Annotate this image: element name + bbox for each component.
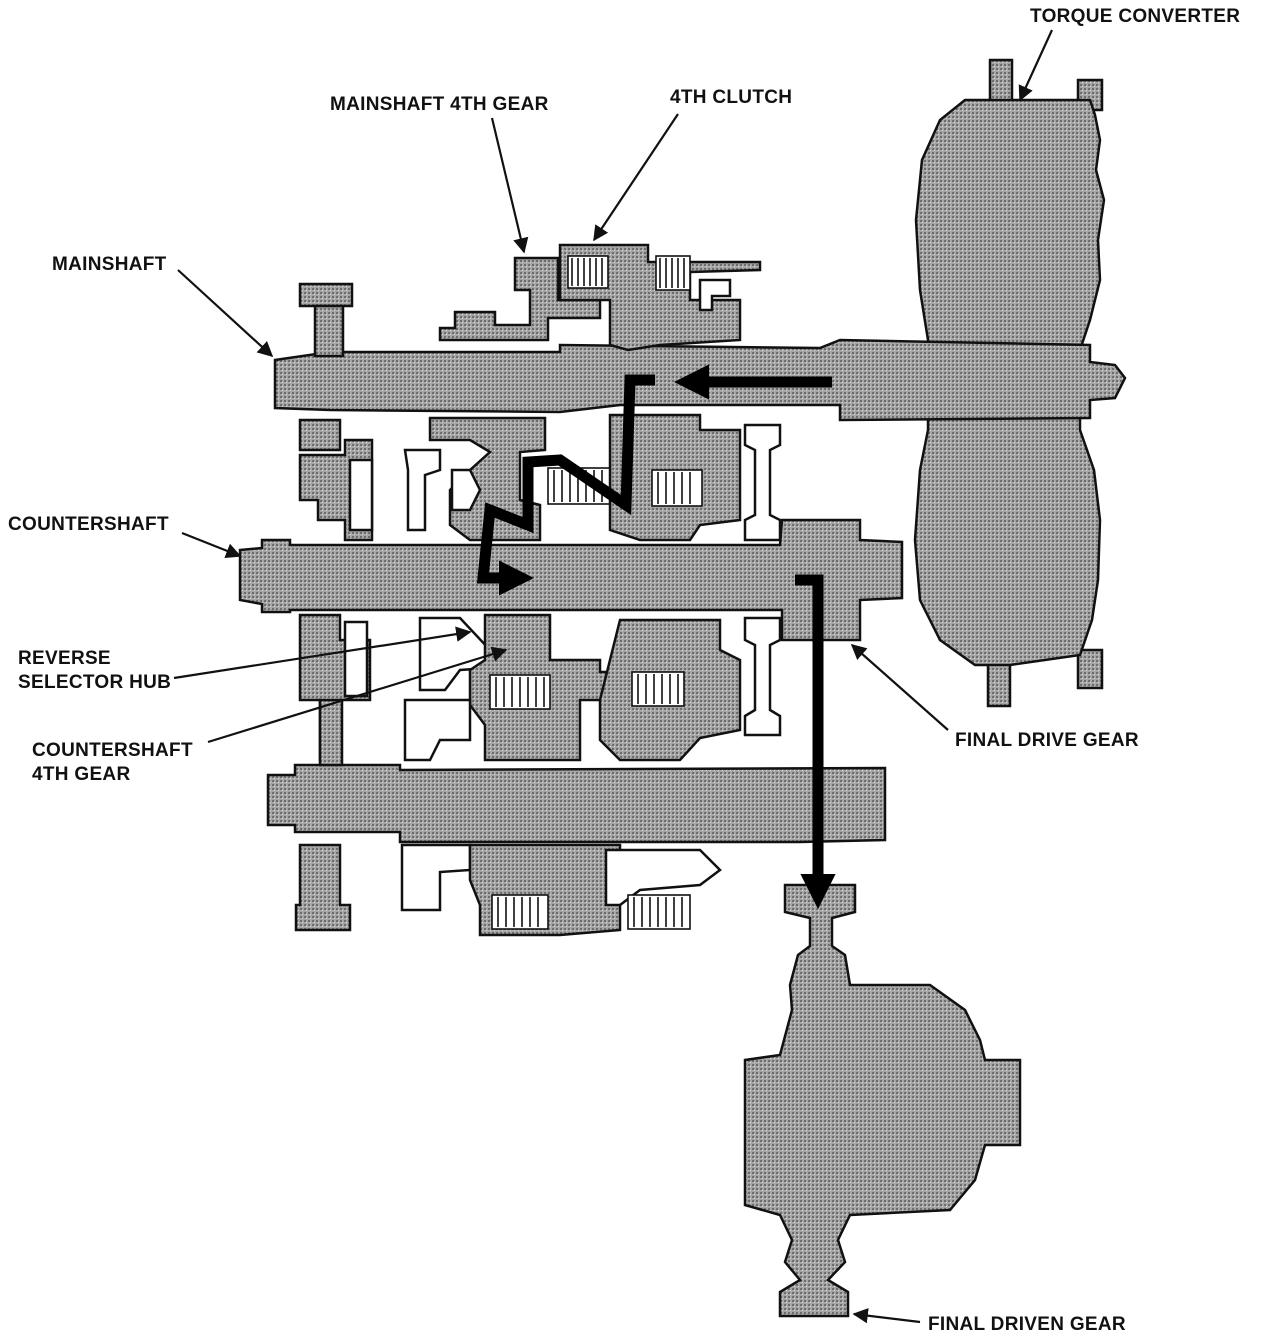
power-flow-path <box>476 364 836 910</box>
leader-lines <box>173 29 1054 1324</box>
countershaft <box>238 518 904 642</box>
label-mainshaft: MAINSHAFT <box>52 254 167 275</box>
label-torque-converter: TORQUE CONVERTER <box>1030 6 1240 27</box>
label-countershaft: COUNTERSHAFT <box>8 514 169 535</box>
labels: TORQUE CONVERTER MAINSHAFT 4TH GEAR 4TH … <box>8 6 1240 1335</box>
label-countershaft-4th-gear-line2: 4TH GEAR <box>32 764 130 785</box>
countershaft-4th-gear <box>403 613 782 762</box>
label-countershaft-4th-gear-line1: COUNTERSHAFT <box>32 740 193 761</box>
label-4th-clutch: 4TH CLUTCH <box>670 87 792 108</box>
label-mainshaft-4th-gear: MAINSHAFT 4TH GEAR <box>330 94 549 115</box>
label-final-drive-gear: FINAL DRIVE GEAR <box>955 730 1139 751</box>
label-reverse-selector-hub-line1: REVERSE <box>18 648 111 669</box>
label-reverse-selector-hub-line2: SELECTOR HUB <box>18 672 171 693</box>
countershaft-gears-upper <box>298 413 782 542</box>
label-final-driven-gear: FINAL DRIVEN GEAR <box>928 1314 1126 1335</box>
fourth-clutch <box>558 243 762 352</box>
differential-assembly <box>743 883 1022 1318</box>
secondary-shaft <box>266 698 887 937</box>
